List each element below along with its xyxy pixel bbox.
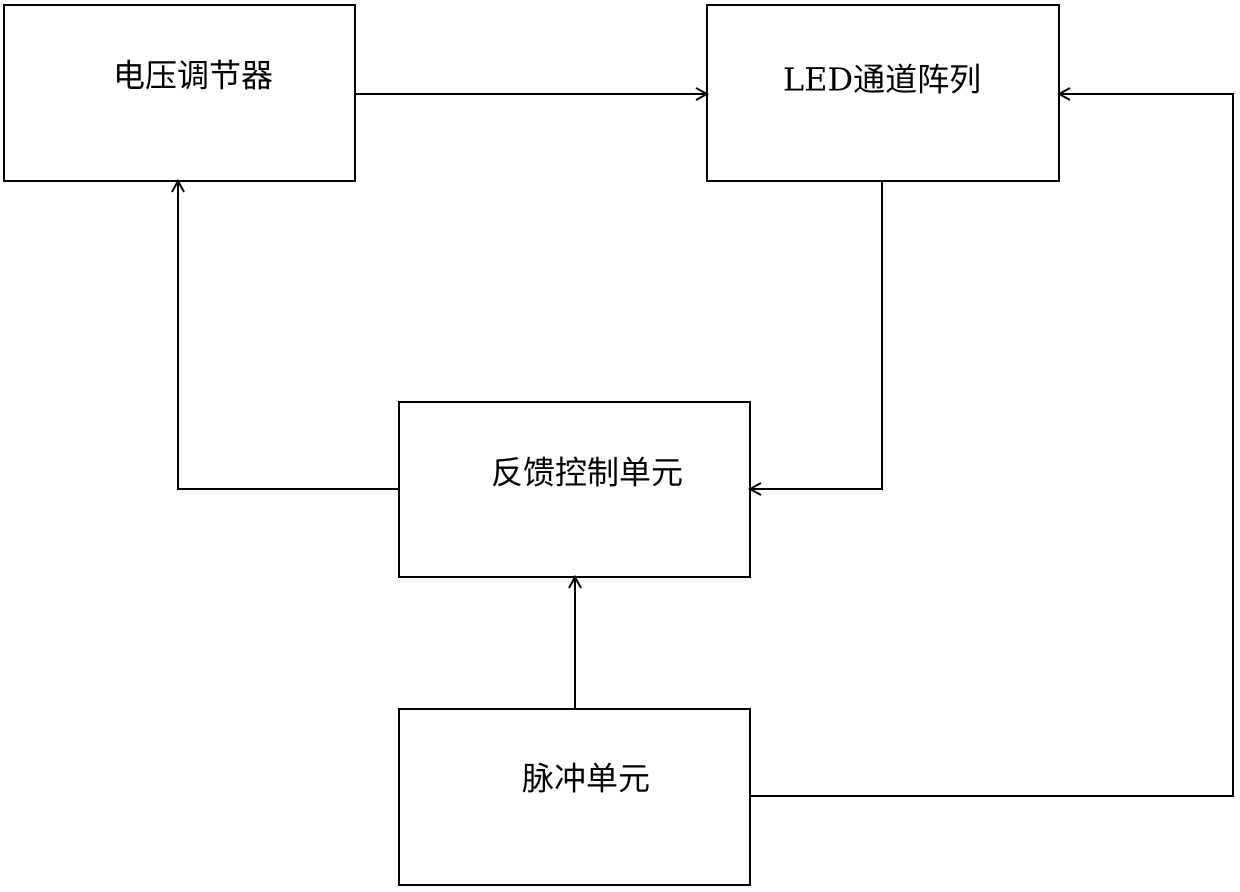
led-channel-array-label: LED通道阵列 [783,61,981,99]
node-led-channel-array: LED通道阵列 [706,4,1060,182]
arrow-pulse-unit-to-led-array [750,94,1234,797]
node-pulse-unit: 脉冲单元 [398,708,751,886]
feedback-control-unit-box [398,401,751,578]
arrow-feedback-control-to-voltage-regulator [178,181,399,490]
voltage-regulator-label: 电压调节器 [113,57,273,95]
voltage-regulator-box [3,4,356,182]
arrow-led-array-to-feedback-control [750,181,883,489]
feedback-control-unit-label: 反馈控制单元 [491,454,683,492]
node-voltage-regulator: 电压调节器 [3,4,356,182]
led-channel-array-box [706,4,1060,182]
node-feedback-control-unit: 反馈控制单元 [398,401,751,578]
pulse-unit-label: 脉冲单元 [522,760,650,798]
pulse-unit-box [398,708,751,886]
